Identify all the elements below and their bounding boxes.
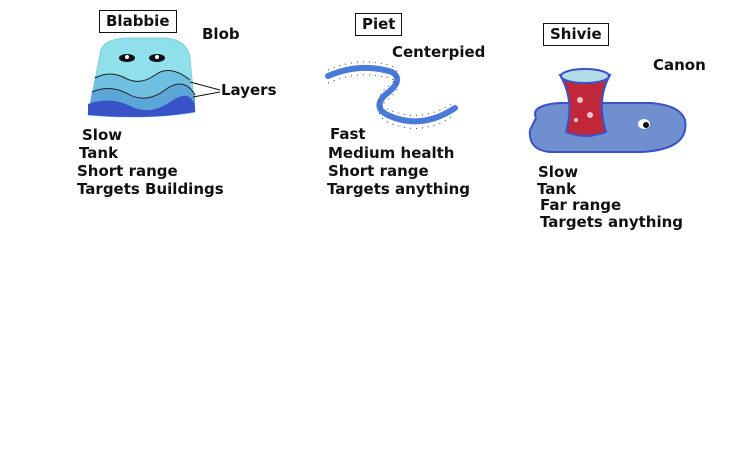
stat-speed: Slow: [82, 126, 123, 144]
stat-range: Short range: [77, 162, 178, 180]
creature-name-tag: Shivie: [543, 23, 609, 46]
stat-range: Short range: [328, 162, 429, 180]
stat-speed: Fast: [330, 125, 366, 143]
creature-name-tag: Piet: [355, 13, 403, 36]
stat-targets: Targets Buildings: [77, 180, 224, 198]
stat-health: Tank: [79, 144, 119, 162]
stat-health: Medium health: [328, 144, 455, 162]
cannon-drawing: [528, 68, 687, 153]
blob-drawing: [87, 37, 221, 118]
stat-targets: Targets anything: [540, 213, 684, 231]
creature-type-label: Centerpied: [392, 43, 486, 61]
layers-annotation-label: Layers: [221, 81, 277, 99]
stat-targets: Targets anything: [327, 180, 471, 198]
centipede-drawing: [325, 61, 458, 129]
creature-type-label: Blob: [202, 25, 240, 43]
creature-type-label: Canon: [653, 56, 706, 74]
stat-speed: Slow: [538, 163, 579, 181]
stat-range: Far range: [540, 196, 622, 214]
stat-health: Tank: [537, 180, 577, 198]
creature-name-tag: Blabbie: [99, 10, 177, 33]
